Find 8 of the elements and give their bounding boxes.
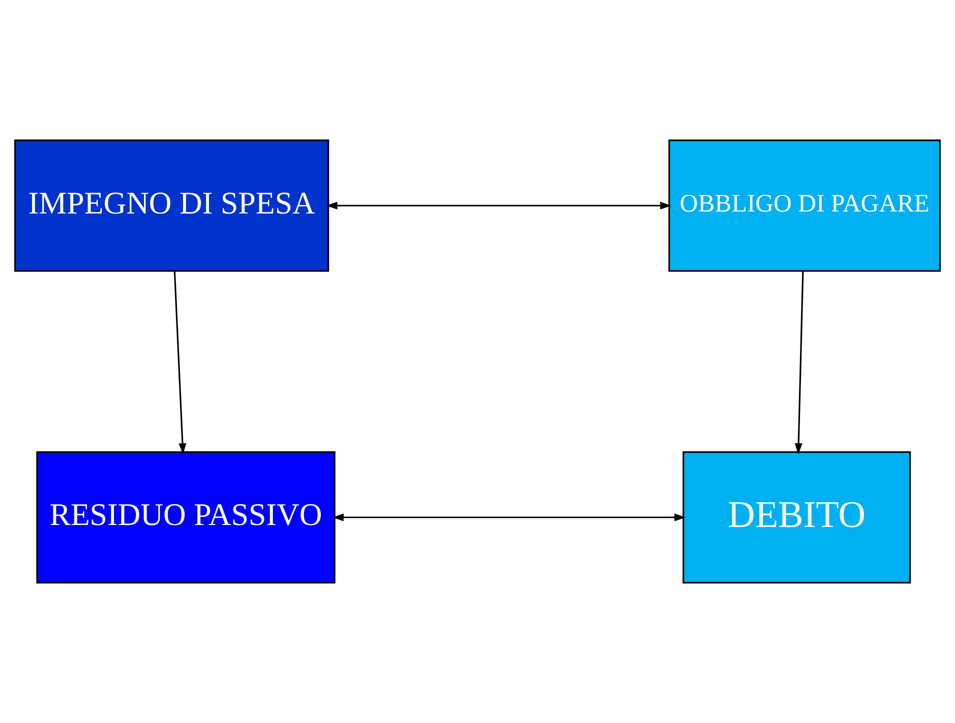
arrow <box>332 514 686 522</box>
node-box: DEBITO <box>682 451 911 584</box>
node-box: RESIDUO PASSIVO <box>36 451 336 584</box>
arrow <box>326 202 672 210</box>
node-box: OBBLIGO DI PAGARE <box>668 140 941 272</box>
node-box: IMPEGNO DI SPESA <box>14 140 330 272</box>
arrow <box>174 271 186 454</box>
arrow <box>794 271 804 454</box>
